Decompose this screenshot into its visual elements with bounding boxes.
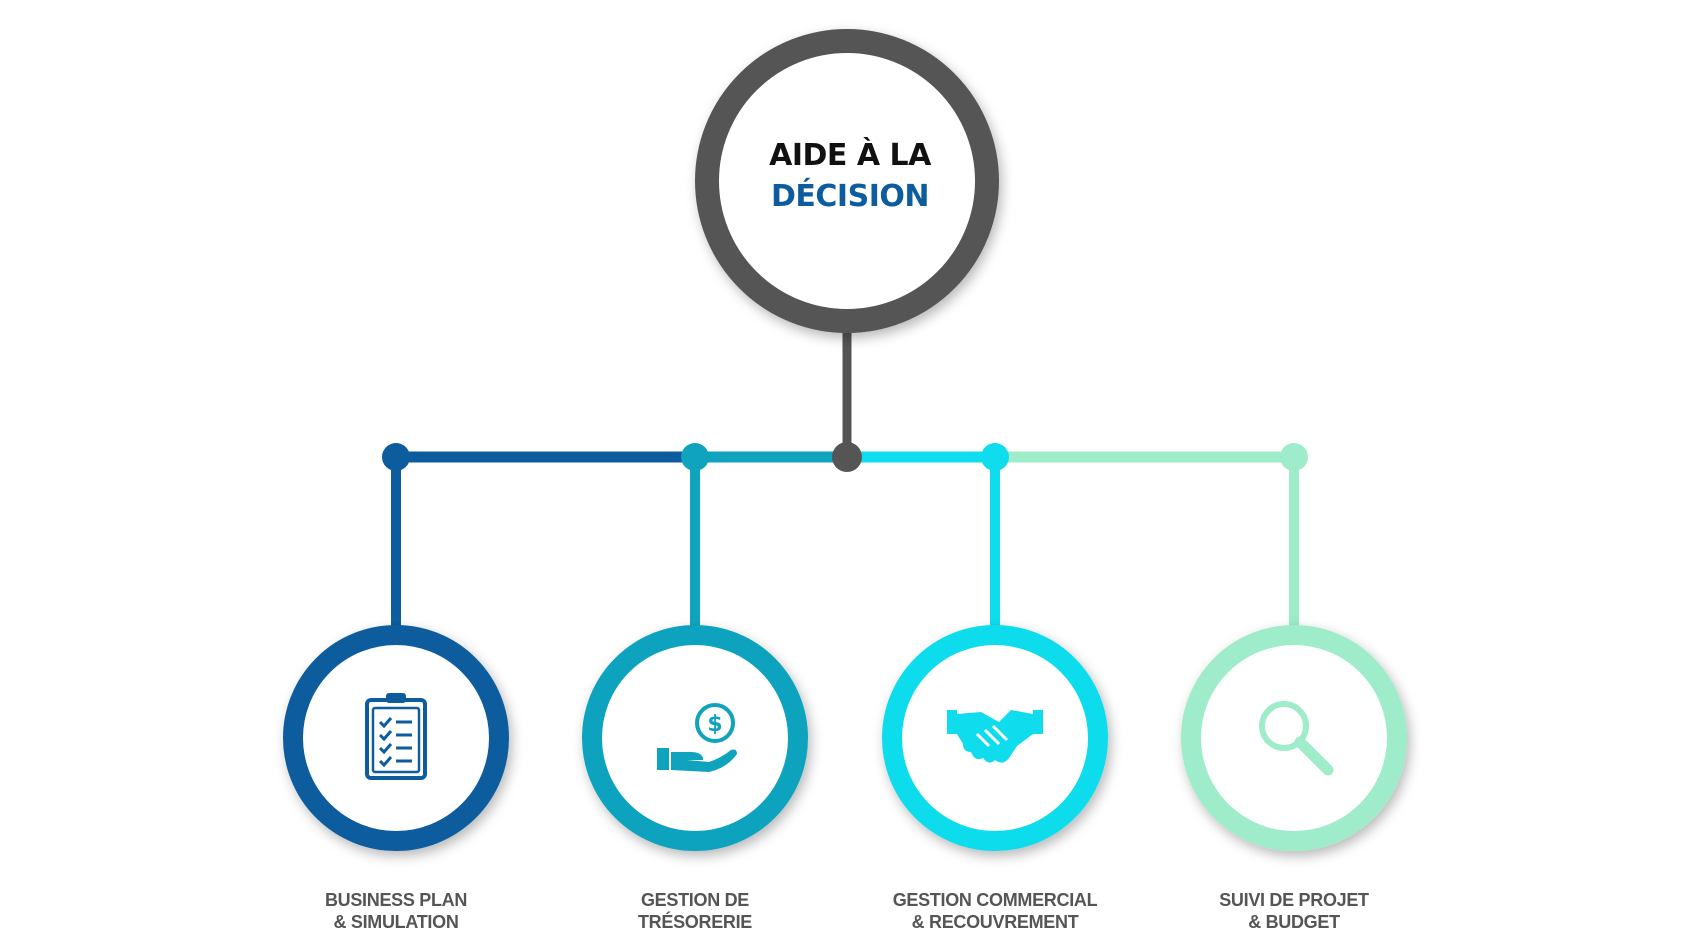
branch-caption-3-line1: GESTION COMMERCIAL xyxy=(892,890,1098,910)
child-node-2 xyxy=(582,625,808,851)
branch-caption-2-line1: GESTION DE xyxy=(640,890,749,910)
root-node xyxy=(695,29,999,333)
child-node-1 xyxy=(283,625,509,851)
branch-caption-4-line2: & BUDGET xyxy=(1248,912,1340,932)
junction-dot-1 xyxy=(382,443,410,471)
branch-caption-3-line2: & RECOUVREMENT xyxy=(911,912,1079,932)
junction-dot-3 xyxy=(981,443,1009,471)
root-ring xyxy=(695,29,999,333)
branch-caption-4-line1: SUIVI DE PROJET xyxy=(1219,890,1369,910)
junction-dot-root xyxy=(832,442,862,472)
branch-caption-1: BUSINESS PLAN & SIMULATION xyxy=(266,889,526,933)
root-title-line2: DÉCISION xyxy=(771,179,929,214)
branch-caption-1-line1: BUSINESS PLAN xyxy=(324,890,468,910)
connectors xyxy=(382,332,1308,628)
child-ring-4 xyxy=(1181,625,1407,851)
branch-caption-2-line2: TRÉSORERIE xyxy=(637,912,753,932)
svg-text:$: $ xyxy=(707,712,722,737)
branch-caption-1-line2: & SIMULATION xyxy=(333,912,459,932)
hand-dollar-coin-icon: $ xyxy=(657,703,737,772)
magnifier-icon xyxy=(1259,701,1334,776)
handshake-icon xyxy=(947,710,1043,763)
child-ring-1 xyxy=(283,625,509,851)
branch-caption-2: GESTION DE TRÉSORERIE xyxy=(565,889,825,933)
junction-dot-4 xyxy=(1280,443,1308,471)
child-ring-2 xyxy=(582,625,808,851)
root-title-line1: AIDE À LA xyxy=(769,138,931,173)
clipboard-checklist-icon xyxy=(365,693,427,780)
child-node-4 xyxy=(1181,625,1407,851)
junction-dot-2 xyxy=(681,443,709,471)
branch-caption-3: GESTION COMMERCIAL & RECOUVREMENT xyxy=(865,889,1125,933)
branch-caption-4: SUIVI DE PROJET & BUDGET xyxy=(1164,889,1424,933)
